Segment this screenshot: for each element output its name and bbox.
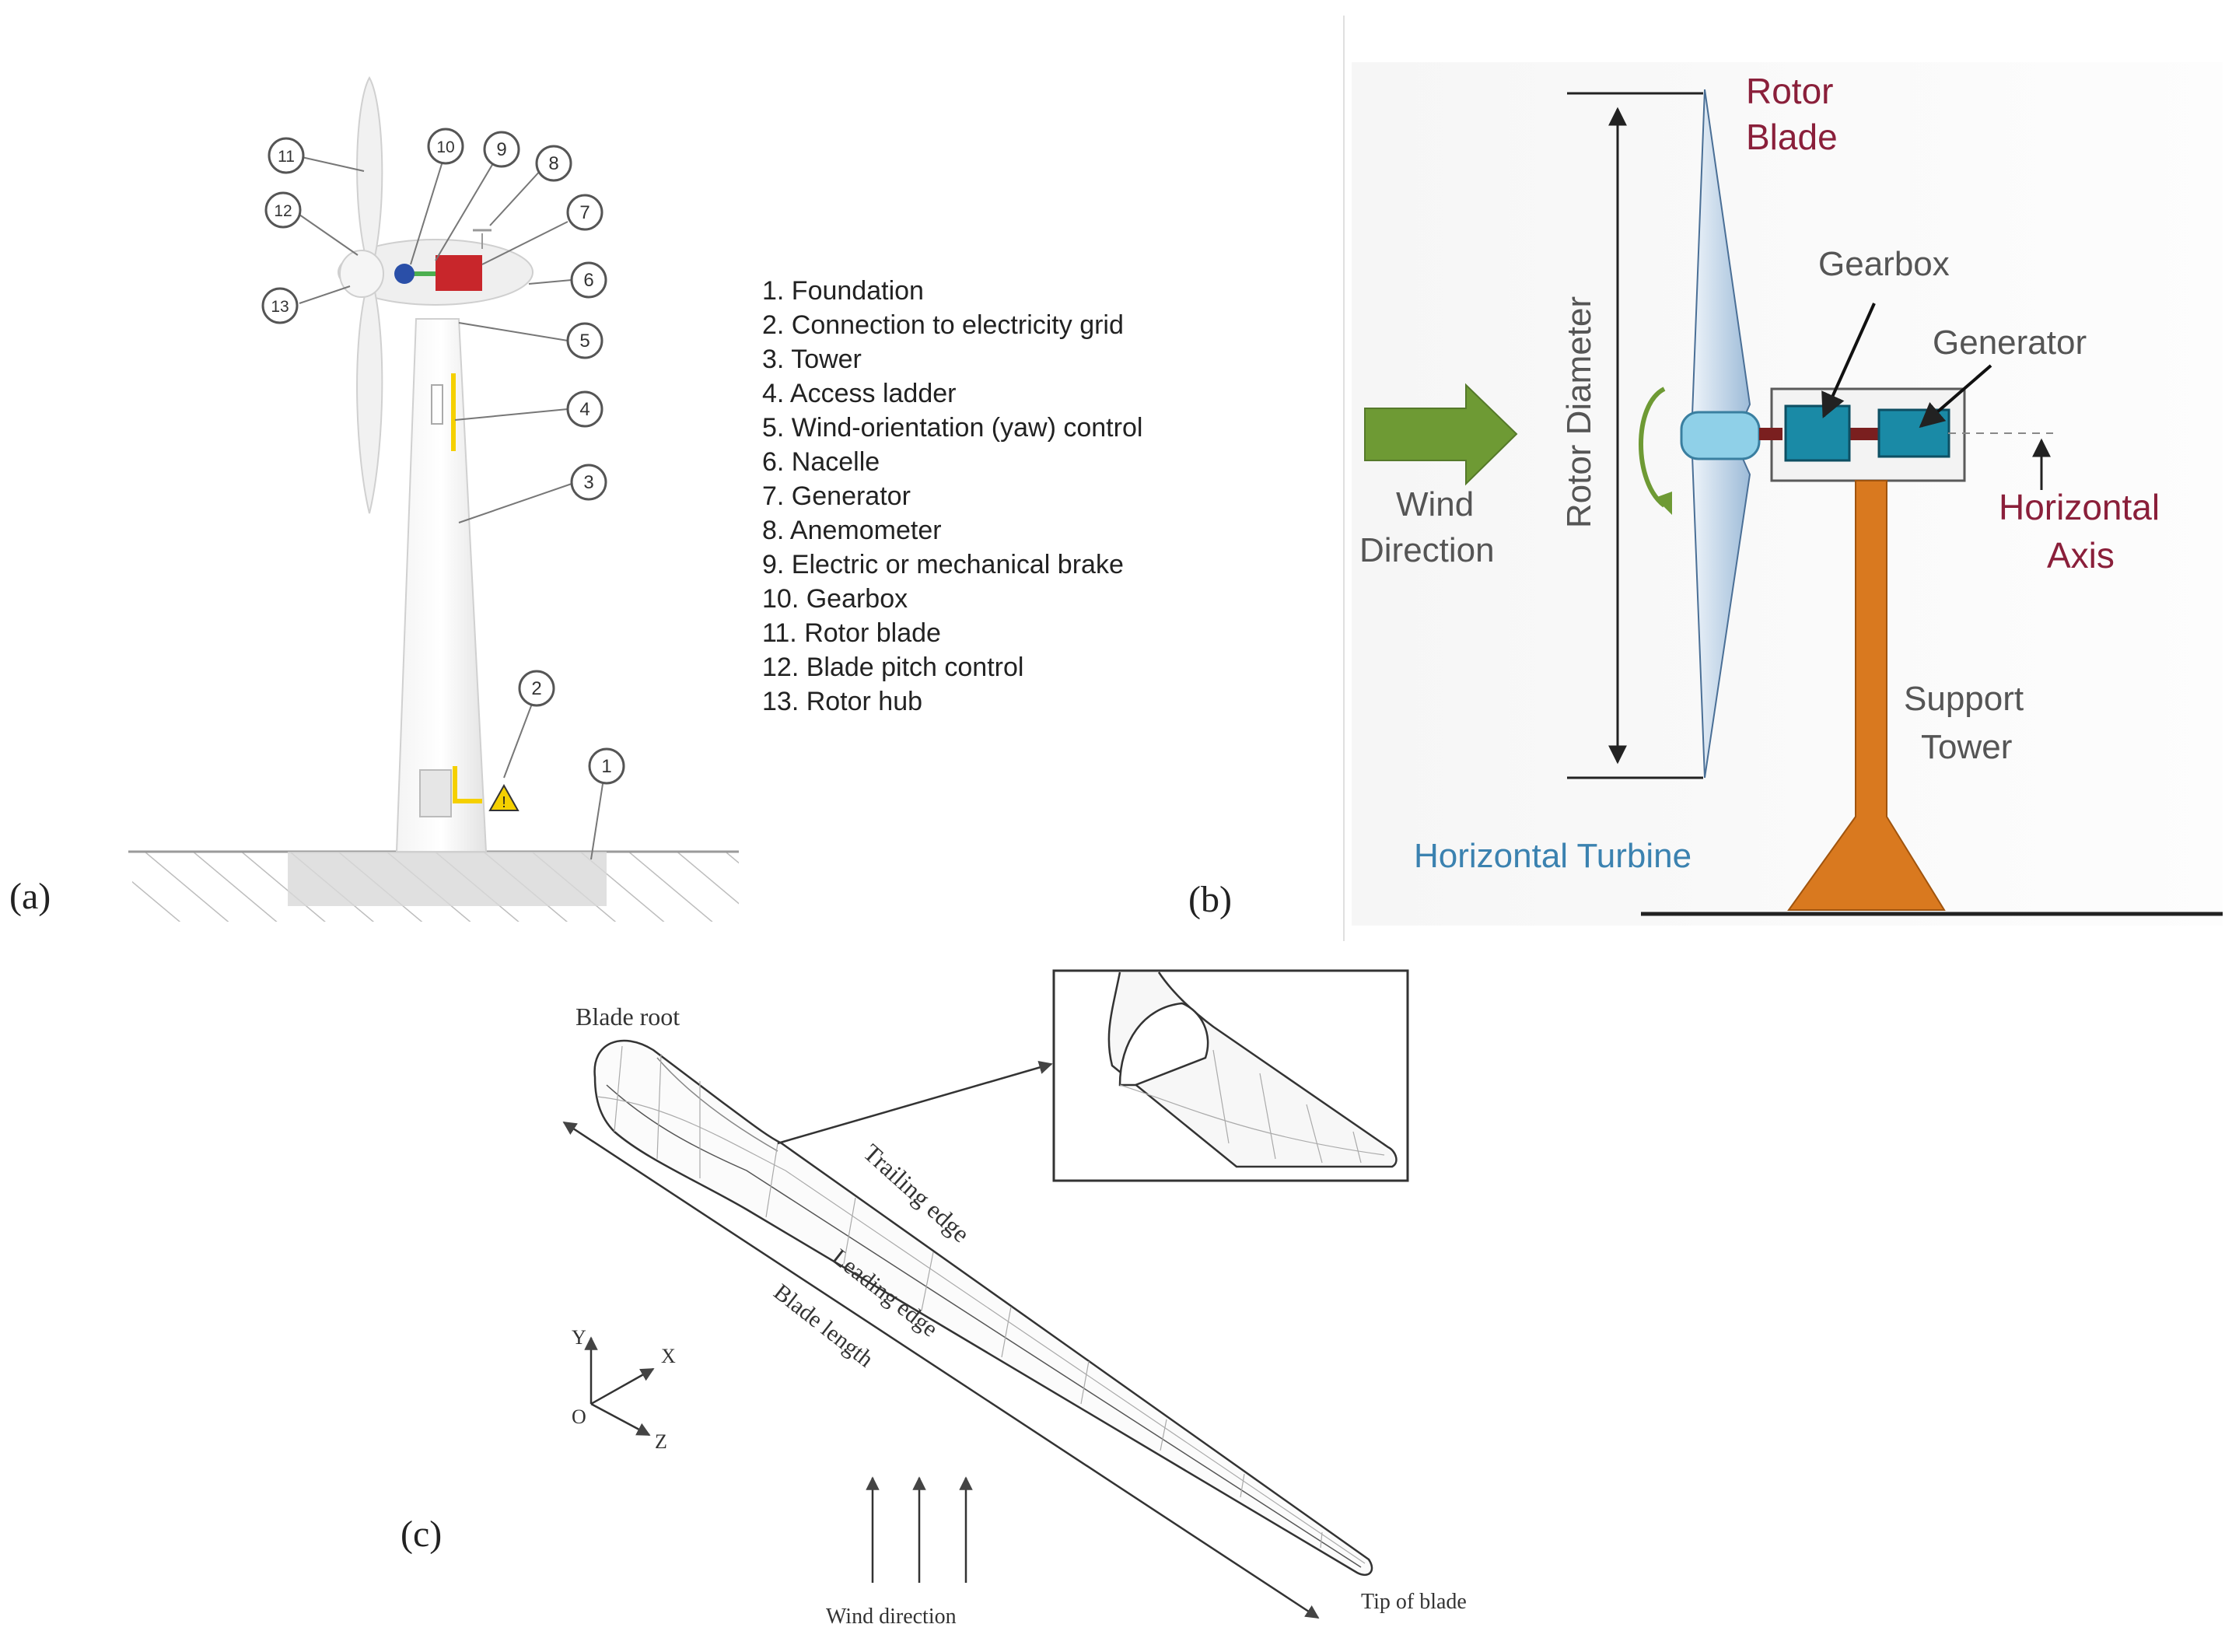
wind-direction-label-1: Wind bbox=[1396, 485, 1474, 523]
legend-item-2: 2. Connection to electricity grid bbox=[762, 310, 1124, 340]
panel-a: ! bbox=[9, 75, 1142, 922]
rotation-arrow-head bbox=[1655, 492, 1672, 515]
legend-item-6: 6. Nacelle bbox=[762, 447, 880, 477]
callout-leaders bbox=[299, 153, 603, 860]
legend-item-12: 12. Blade pitch control bbox=[762, 653, 1023, 682]
horizontal-turbine-label: Horizontal Turbine bbox=[1414, 837, 1691, 875]
panel-b-background bbox=[1352, 62, 2223, 926]
callout-13: 13 bbox=[271, 298, 289, 316]
tower bbox=[395, 318, 488, 852]
rotor-blade-top bbox=[356, 75, 383, 257]
legend-item-8: 8. Anemometer bbox=[762, 516, 942, 545]
legend-item-13: 13. Rotor hub bbox=[762, 687, 922, 716]
grid-connection-cable bbox=[453, 766, 482, 803]
wind-arrow bbox=[1364, 383, 1518, 486]
shaft-1 bbox=[1759, 428, 1782, 440]
callout-2: 2 bbox=[531, 678, 541, 699]
generator-block bbox=[436, 255, 482, 291]
rotor-blade-label-1: Rotor bbox=[1746, 71, 1833, 111]
support-tower-label-2: Tower bbox=[1921, 728, 2012, 766]
generator-label: Generator bbox=[1933, 324, 2087, 362]
generator-leader bbox=[1919, 364, 1992, 429]
tip-of-blade-label: Tip of blade bbox=[1361, 1590, 1467, 1614]
tower-door bbox=[419, 769, 452, 817]
callout-circles bbox=[261, 128, 625, 785]
support-tower-label-1: Support bbox=[1904, 680, 2024, 718]
hub bbox=[1680, 411, 1761, 460]
axis-z-label: Z bbox=[655, 1430, 667, 1453]
warning-icon bbox=[488, 783, 520, 811]
rotor-hub bbox=[339, 250, 384, 298]
callout-6: 6 bbox=[583, 270, 593, 291]
callout-7: 7 bbox=[579, 202, 589, 223]
foundation-block bbox=[288, 852, 607, 906]
warning-mark: ! bbox=[502, 794, 506, 811]
horizontal-axis-label-2: Axis bbox=[2047, 535, 2115, 576]
panel-b-label: (b) bbox=[1188, 879, 1232, 920]
rotor-blade-label-2: Blade bbox=[1746, 117, 1838, 157]
callout-4: 4 bbox=[579, 399, 589, 420]
horizontal-axis-label-1: Horizontal bbox=[1999, 487, 2160, 527]
ladder-detail bbox=[431, 384, 443, 425]
callout-3: 3 bbox=[583, 472, 593, 493]
legend-item-5: 5. Wind-orientation (yaw) control bbox=[762, 413, 1142, 443]
shaft-2 bbox=[1848, 428, 1879, 440]
gearbox-block bbox=[1784, 404, 1851, 462]
callout-11: 11 bbox=[278, 148, 295, 166]
callout-8: 8 bbox=[548, 153, 558, 174]
wind-direction-label-c: Wind direction bbox=[826, 1605, 957, 1629]
gearbox-leader bbox=[1821, 303, 1876, 418]
rotor-diameter-label: Rotor Diameter bbox=[1560, 296, 1598, 528]
support-tower bbox=[1787, 480, 1946, 911]
legend-item-10: 10. Gearbox bbox=[762, 584, 908, 614]
axis-y-label: Y bbox=[572, 1326, 586, 1349]
legend-item-11: 11. Rotor blade bbox=[762, 618, 941, 648]
callout-9: 9 bbox=[496, 139, 506, 160]
panel-a-label: (a) bbox=[9, 876, 51, 917]
legend-item-4: 4. Access ladder bbox=[762, 379, 956, 408]
blade-root-label: Blade root bbox=[575, 1003, 680, 1031]
gearbox-dot bbox=[394, 264, 415, 284]
panel-c: Blade root Trailing edge Leading edge Bl… bbox=[401, 969, 1467, 1629]
axis-o-label: O bbox=[572, 1405, 586, 1428]
rotor-blade-bottom bbox=[356, 291, 383, 514]
panel-b: Rotor Diameter Rotor Blade Horizontal bbox=[1188, 62, 2223, 926]
rotation-arrow bbox=[1639, 387, 1666, 508]
legend-item-7: 7. Generator bbox=[762, 481, 911, 511]
wind-direction-label-2: Direction bbox=[1359, 531, 1495, 569]
inset-pointer bbox=[777, 1060, 1053, 1145]
coordinate-axes bbox=[584, 1336, 655, 1437]
blade-length-arrow bbox=[562, 1121, 1320, 1619]
generator-block-b bbox=[1877, 408, 1950, 458]
component-legend: 1. Foundation 2. Connection to electrici… bbox=[762, 276, 1142, 716]
legend-item-1: 1. Foundation bbox=[762, 276, 924, 306]
gearbox-label: Gearbox bbox=[1818, 245, 1950, 283]
legend-item-3: 3. Tower bbox=[762, 345, 862, 374]
inset-cross-section bbox=[1118, 1002, 1209, 1087]
callout-10: 10 bbox=[436, 138, 454, 156]
wind-arrows-c bbox=[866, 1476, 973, 1583]
callout-12: 12 bbox=[274, 202, 292, 220]
axis-x-label: X bbox=[661, 1345, 676, 1367]
callout-1: 1 bbox=[601, 756, 611, 777]
callout-5: 5 bbox=[579, 331, 589, 352]
legend-item-9: 9. Electric or mechanical brake bbox=[762, 550, 1124, 579]
panel-c-label: (c) bbox=[401, 1514, 442, 1555]
